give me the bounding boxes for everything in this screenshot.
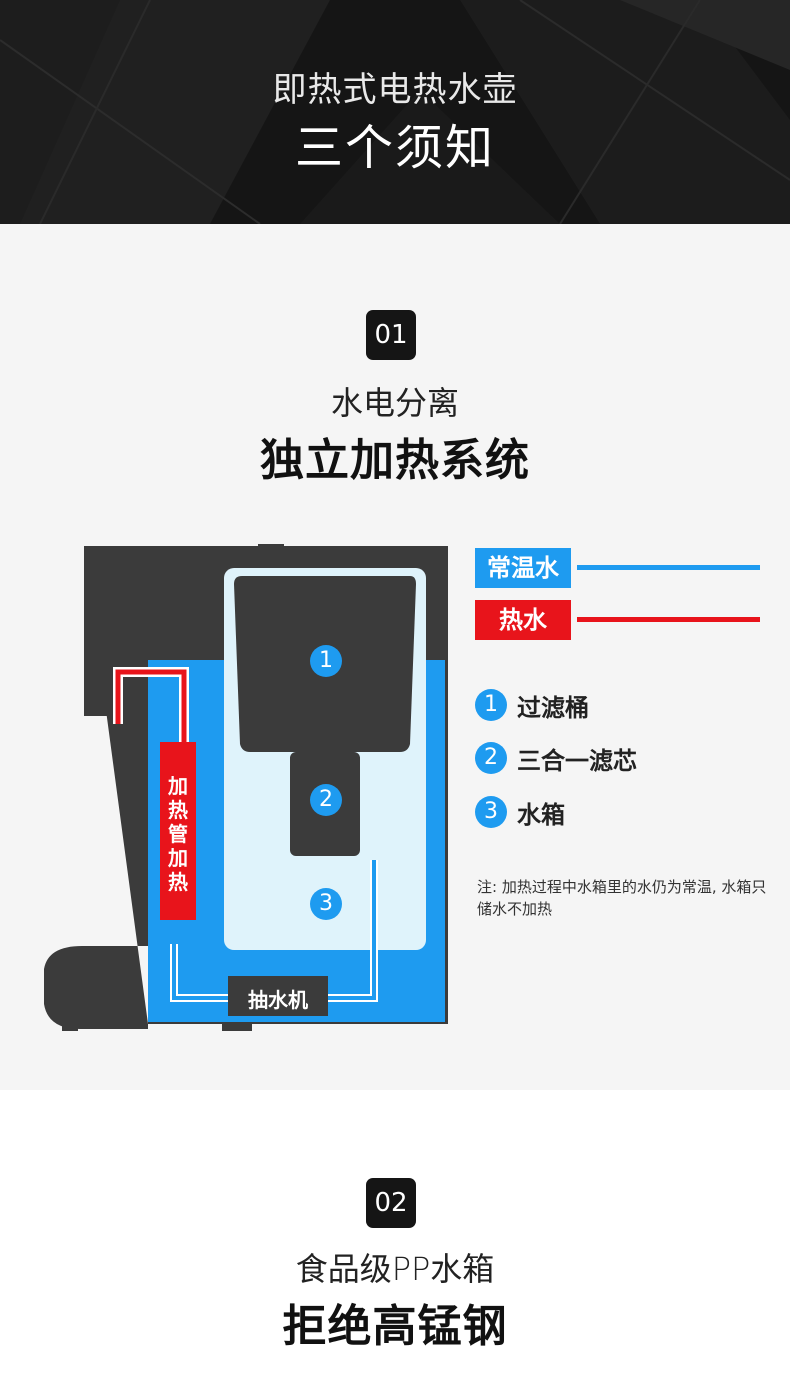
hero-background-pattern (0, 0, 790, 224)
kettle-foot-right (222, 1024, 252, 1031)
marker-filter-cartridge: 2 (310, 784, 342, 816)
heating-tube-label: 加热管加热 (168, 774, 188, 894)
pump-label: 抽水机 (248, 988, 308, 1012)
section-water-electric-separation: 01 水电分离 独立加热系统 加热管加热 抽水机 1 2 3 常 (0, 224, 790, 1090)
key-label: 水箱 (517, 800, 565, 829)
hero-title: 三个须知 (294, 120, 495, 176)
kettle-foot-left (62, 1024, 78, 1031)
section-title: 拒绝高锰钢 (282, 1301, 508, 1352)
section-title: 独立加热系统 (260, 435, 530, 486)
hero-banner: 即热式电热水壶 三个须知 (0, 0, 790, 224)
key-number: 2 (475, 742, 507, 774)
kettle-lid-knob (258, 544, 284, 550)
legend-hot-water: 热水 (475, 600, 571, 640)
footnote: 注: 加热过程中水箱里的水仍为常温, 水箱只储水不加热 (477, 878, 767, 918)
legend-hot-water-line (577, 617, 760, 622)
key-number: 3 (475, 796, 507, 828)
key-water-tank: 3 水箱 (475, 795, 565, 829)
key-number: 1 (475, 689, 507, 721)
pump (228, 976, 328, 1016)
key-filter-cartridge: 2 三合一滤芯 (475, 741, 637, 775)
marker-filter-bucket: 1 (310, 645, 342, 677)
hero-subtitle: 即热式电热水壶 (272, 70, 518, 110)
key-label: 过滤桶 (517, 693, 589, 722)
section-number-badge: 01 (366, 310, 416, 360)
section-subtitle: 食品级PP水箱 (295, 1250, 495, 1288)
legend-normal-water-line (577, 565, 760, 570)
section-subtitle: 水电分离 (330, 384, 459, 422)
key-filter-bucket: 1 过滤桶 (475, 688, 589, 722)
heating-tube (160, 742, 196, 920)
kettle-cross-section-diagram (44, 544, 448, 1031)
marker-water-tank: 3 (310, 888, 342, 920)
legend-normal-water: 常温水 (475, 548, 571, 588)
section-number-badge: 02 (366, 1178, 416, 1228)
section-food-grade-tank: 02 食品级PP水箱 拒绝高锰钢 (0, 1090, 790, 1386)
key-label: 三合一滤芯 (517, 746, 637, 775)
